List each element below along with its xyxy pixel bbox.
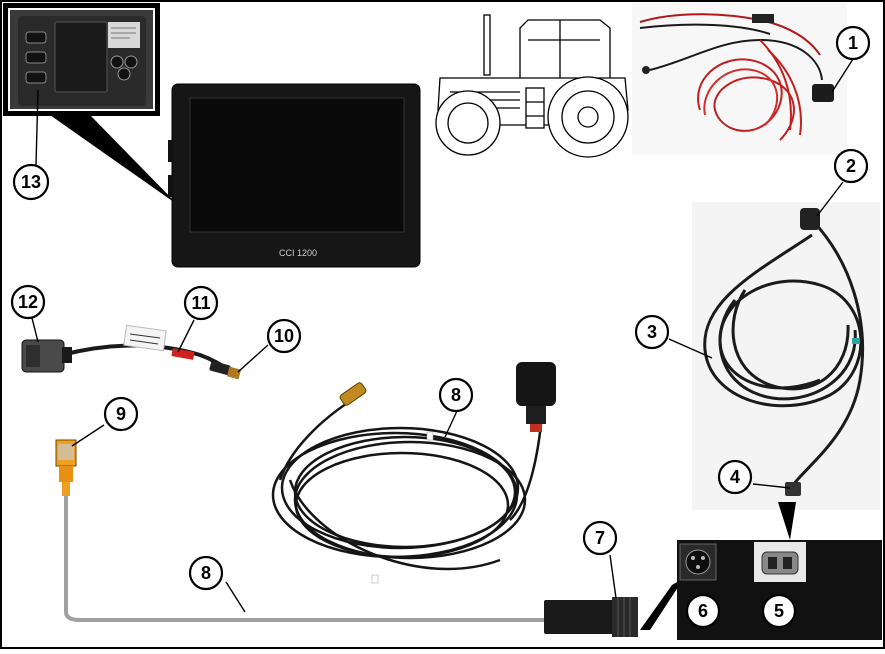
callout-5: 5 (761, 593, 797, 629)
callout-11: 11 (183, 285, 219, 321)
extension-cable (692, 202, 880, 510)
grey-signal-cable (55, 439, 638, 637)
callout-6: 6 (685, 593, 721, 629)
callout-3: 3 (634, 314, 670, 350)
callout-9: 9 (103, 396, 139, 432)
inset-pointer (50, 115, 178, 205)
callout-label-5: 5 (774, 601, 784, 621)
terminal-rear-inset (3, 3, 178, 205)
callout-label-9: 9 (116, 404, 126, 424)
callout-label-11: 11 (191, 293, 210, 313)
callout-4: 4 (717, 459, 753, 495)
callout-8-coil: 8 (438, 377, 474, 413)
callout-label-7: 7 (595, 528, 605, 548)
adapter-cable (21, 324, 242, 380)
callout-label-12: 12 (18, 292, 38, 312)
callout-label-13: 13 (21, 172, 41, 192)
callout-12: 12 (10, 284, 46, 320)
callout-label-10: 10 (274, 326, 294, 346)
terminal-logo: CCI 1200 (279, 248, 317, 258)
cci-1200-terminal: CCI 1200 (168, 83, 421, 268)
power-supply-cable (632, 3, 847, 155)
callout-10: 10 (266, 318, 302, 354)
leader-lines (31, 58, 854, 613)
coil-connectors (339, 362, 556, 584)
callout-label-3: 3 (647, 322, 657, 342)
callout-label-8-cable: 8 (201, 563, 211, 583)
callout-2: 2 (833, 148, 869, 184)
callout-13: 13 (12, 163, 50, 201)
callout-label-4: 4 (730, 467, 740, 487)
callout-8-cable: 8 (188, 555, 224, 591)
callout-label-2: 2 (846, 156, 856, 176)
callout-1: 1 (835, 25, 871, 61)
callout-label-1: 1 (848, 33, 858, 53)
callout-label-6: 6 (698, 601, 708, 621)
callout-label-8-coil: 8 (451, 385, 461, 405)
callout-7: 7 (582, 520, 618, 556)
rear-connectors (25, 31, 138, 84)
tractor-drawing (435, 14, 629, 158)
